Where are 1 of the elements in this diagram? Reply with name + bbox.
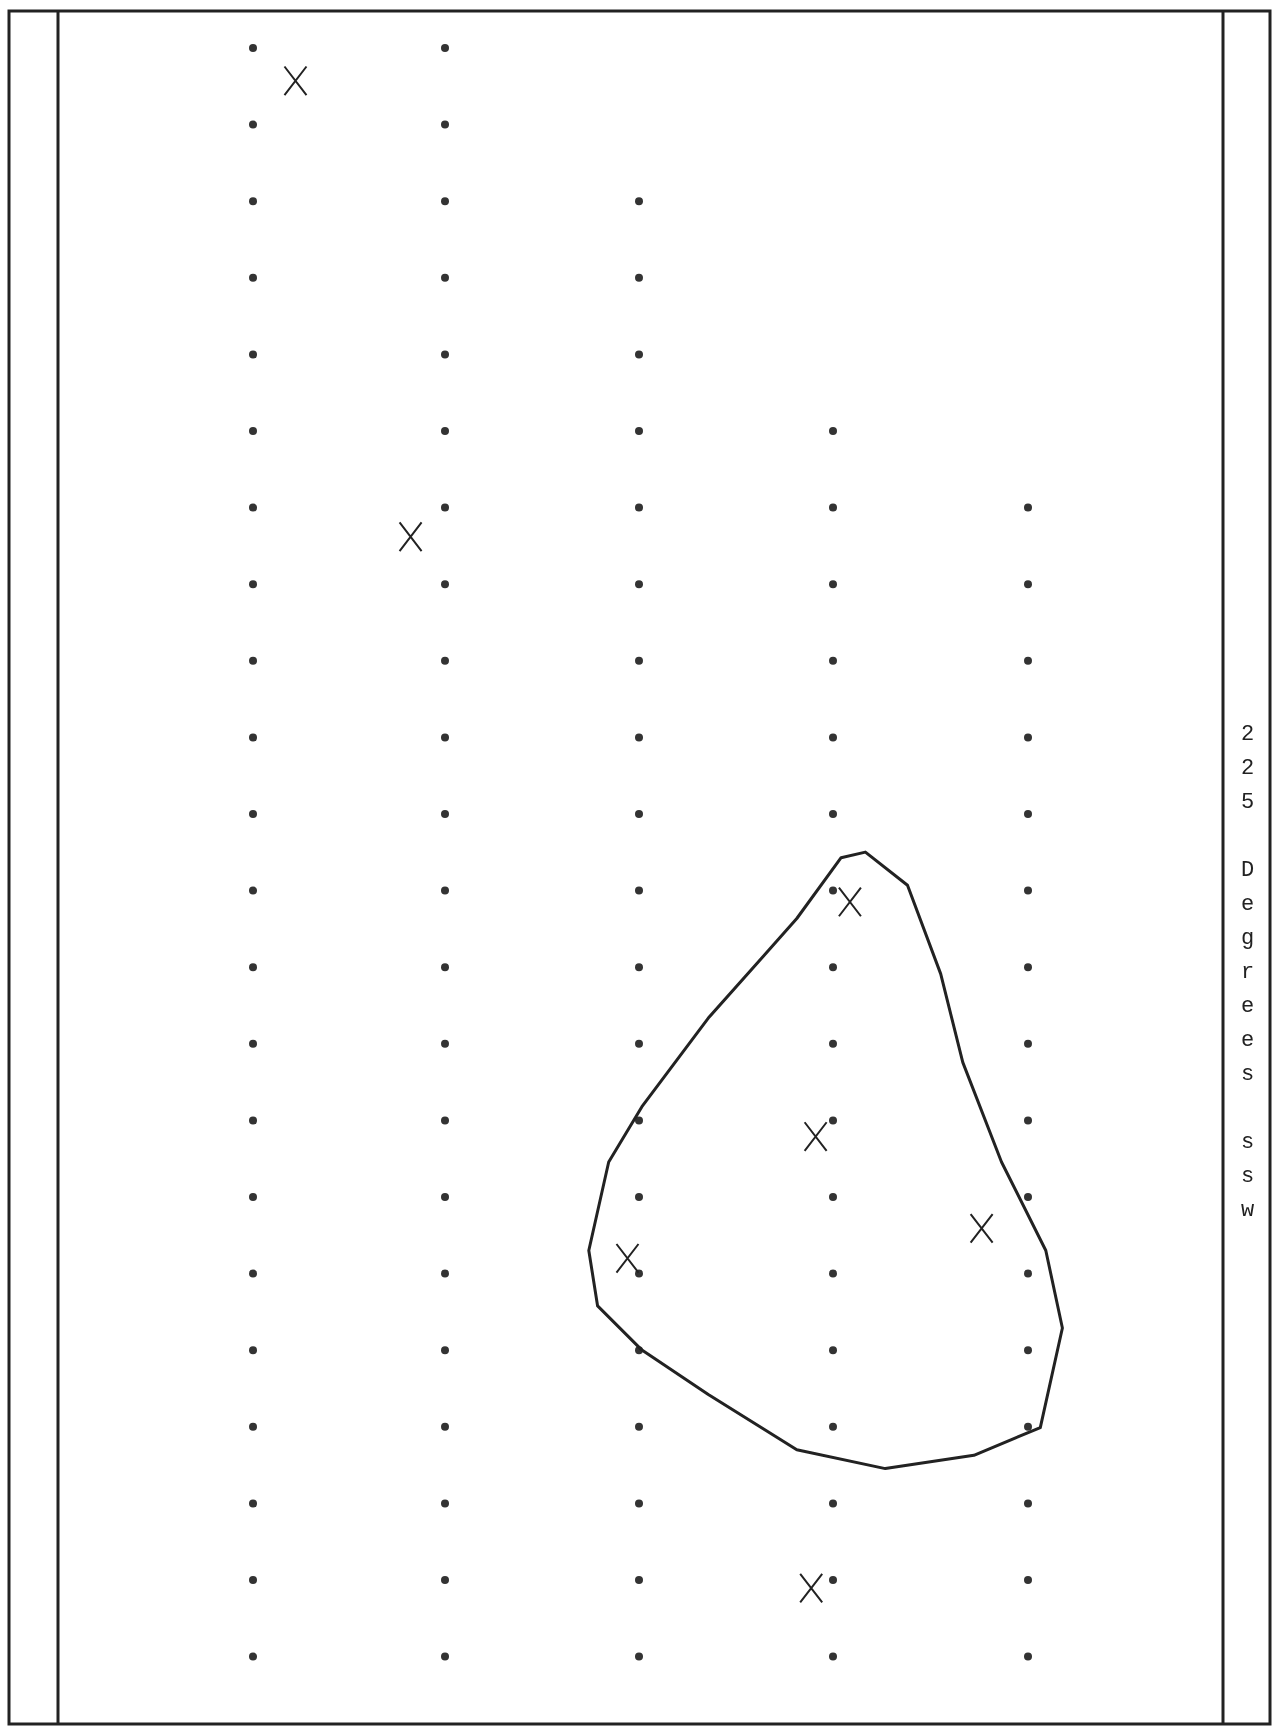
direction-label: 225 Degrees ssw (1234, 722, 1260, 1232)
